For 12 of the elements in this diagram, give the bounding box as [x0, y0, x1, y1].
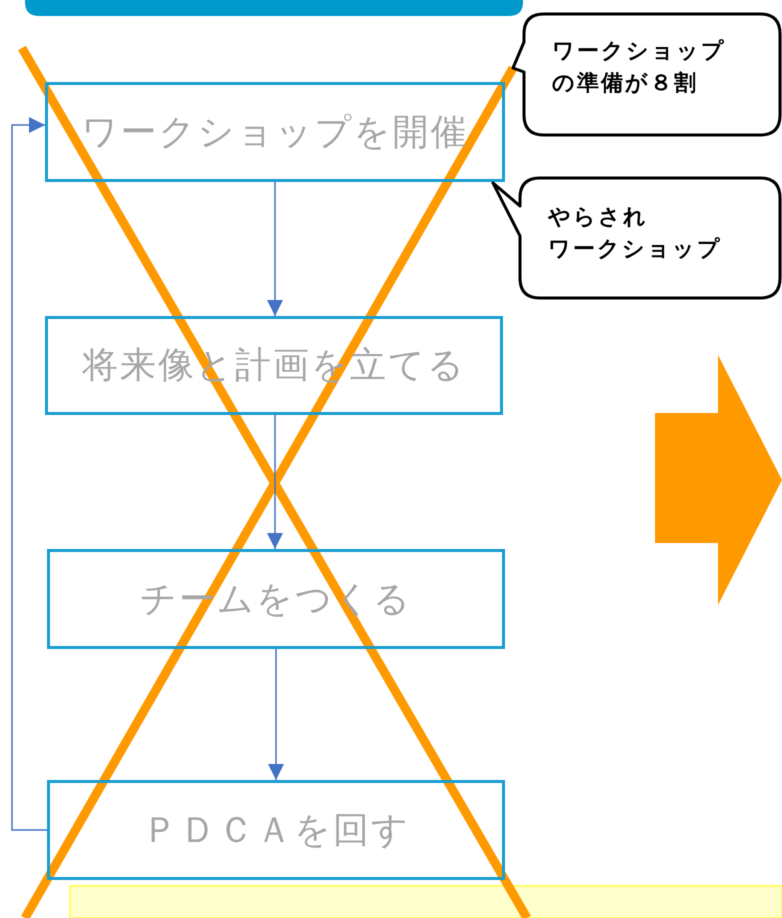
process-box	[45, 316, 503, 415]
callout-text: やらされワークショップ	[548, 204, 723, 264]
box-label: ＰＤＣＡを回す	[142, 808, 410, 852]
arrow	[11, 117, 47, 831]
process-box	[47, 549, 505, 649]
process-box	[45, 82, 505, 182]
box-label: ワークショップを開催	[82, 110, 468, 154]
arrow	[267, 182, 283, 316]
arrow	[268, 649, 284, 780]
process-box	[47, 780, 505, 880]
callout-text: ワークショップの準備が８割	[552, 38, 727, 98]
arrow	[267, 415, 283, 549]
